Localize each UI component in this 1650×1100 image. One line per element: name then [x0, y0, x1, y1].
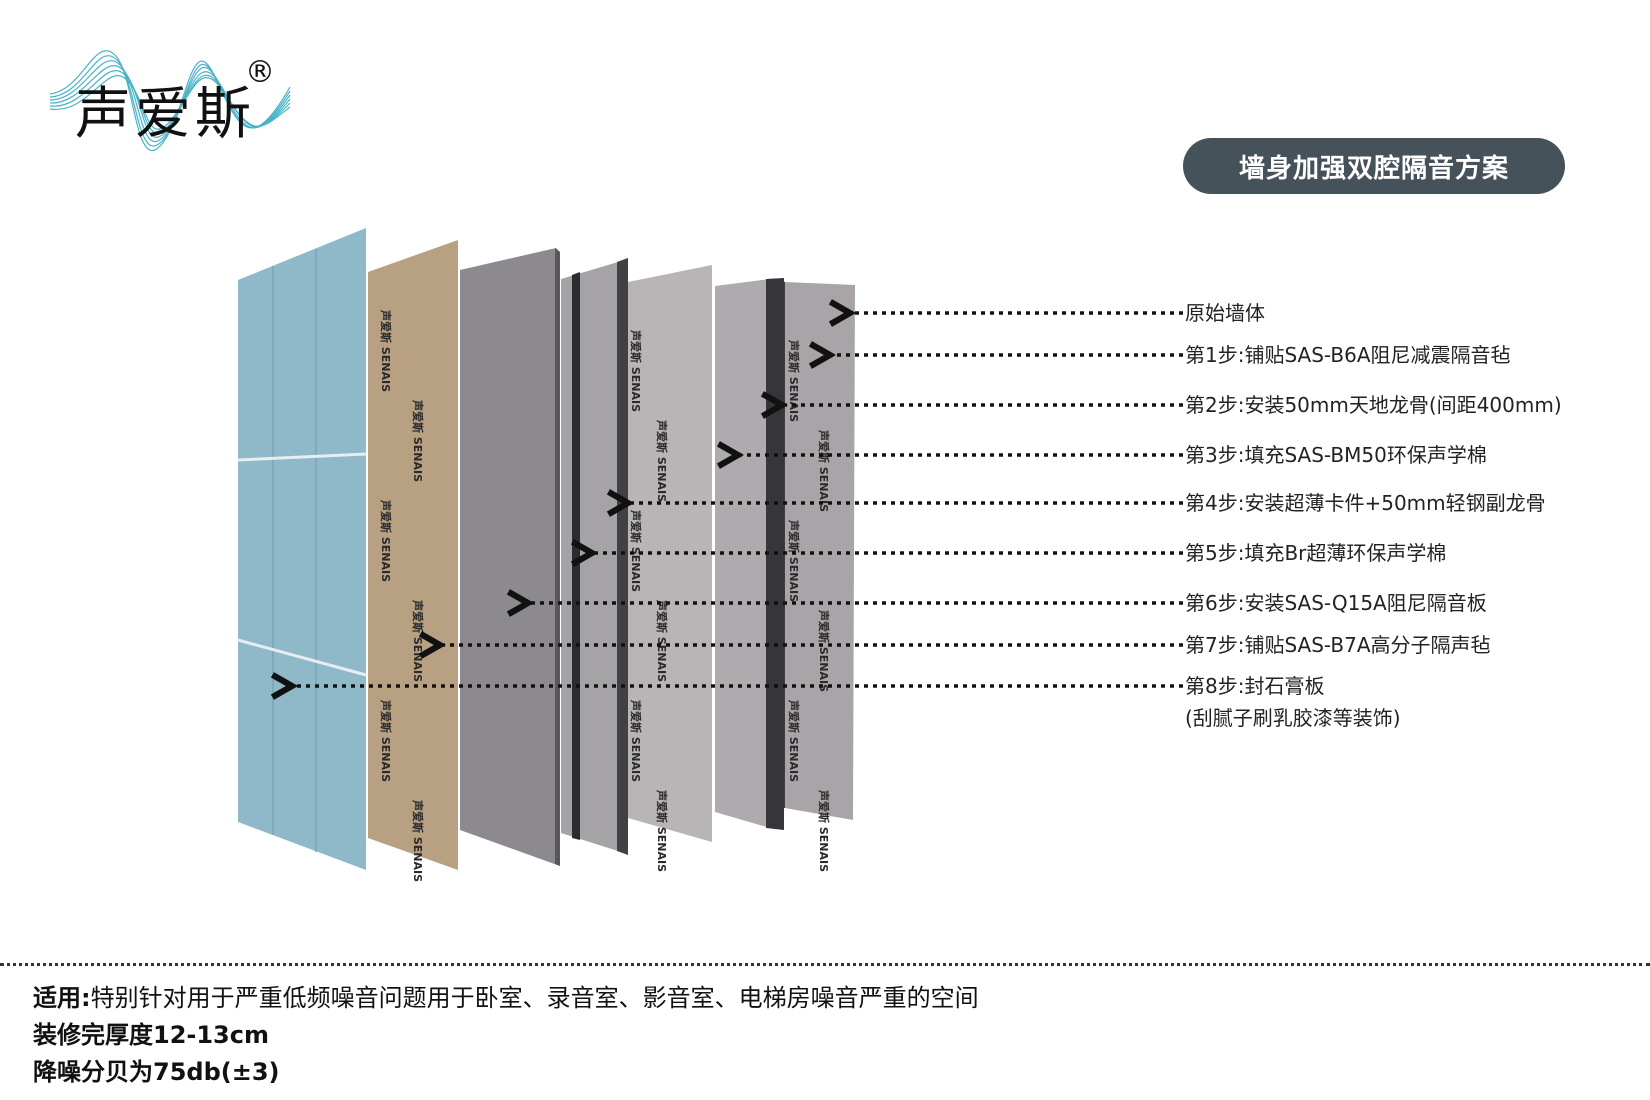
- registered-mark: ®: [245, 55, 275, 90]
- step-label: 第5步:填充Br超薄环保声学棉: [1185, 541, 1446, 565]
- step-label: 第8步:封石膏板 (刮腻子刷乳胶漆等装饰): [1185, 674, 1401, 730]
- step-label-text: 第1步:铺贴SAS-B6A阻尼减震隔音毡: [1185, 343, 1511, 367]
- usage-label: 适用:: [33, 984, 91, 1012]
- layer-gypsum: [237, 228, 367, 870]
- step-label-text: 第7步:铺贴SAS-B7A高分子隔声毡: [1185, 633, 1491, 657]
- brand-logo: 声爱斯 ®: [45, 25, 295, 175]
- step-label-text: 原始墙体: [1185, 301, 1265, 325]
- panel-print-group: 声爱斯 SENAIS 声爱斯 SENAIS 声爱斯 SENAIS 声爱斯 SENAIS…: [379, 309, 831, 882]
- sound-wave-icon: [49, 50, 291, 151]
- wall-layer-diagram: 声爱斯 SENAIS 声爱斯 SENAIS 声爱斯 SENAIS 声爱斯 SENAIS…: [237, 228, 1183, 882]
- panel-brand-print: 声爱斯 SENAIS: [817, 609, 831, 692]
- thickness-line: 装修完厚度12-13cm: [33, 1017, 979, 1054]
- step-label: 第7步:铺贴SAS-B7A高分子隔声毡: [1185, 633, 1491, 657]
- divider: [0, 963, 1650, 966]
- step-label: 第4步:安装超薄卡件+50mm轻钢副龙骨: [1185, 491, 1546, 515]
- panel-brand-print: 声爱斯 SENAIS: [411, 799, 425, 882]
- leader-lines: [292, 313, 1183, 686]
- panel-brand-print: 声爱斯 SENAIS: [629, 329, 643, 412]
- panel-brand-print: 声爱斯 SENAIS: [629, 509, 643, 592]
- step-label-text: 第5步:填充Br超薄环保声学棉: [1185, 541, 1447, 565]
- reduction-text: 降噪分贝为75db(±3): [33, 1058, 280, 1086]
- step-label: 原始墙体: [1185, 301, 1265, 325]
- reduction-line: 降噪分贝为75db(±3): [33, 1054, 979, 1091]
- panel-brand-print: 声爱斯 SENAIS: [655, 789, 669, 872]
- layer-stud-front: [561, 258, 628, 855]
- panel-brand-print: 声爱斯 SENAIS: [655, 419, 669, 502]
- step-label-subtext: (刮腻子刷乳胶漆等装饰): [1185, 706, 1401, 730]
- panel-brand-print: 声爱斯 SENAIS: [411, 599, 425, 682]
- usage-line: 适用:特别针对用于严重低频噪音问题用于卧室、录音室、影音室、电梯房噪音严重的空间: [33, 980, 979, 1017]
- solution-title: 墙身加强双腔隔音方案: [1183, 138, 1565, 194]
- usage-text: 特别针对用于严重低频噪音问题用于卧室、录音室、影音室、电梯房噪音严重的空间: [90, 984, 979, 1012]
- step-label: 第3步:填充SAS-BM50环保声学棉: [1185, 443, 1487, 467]
- step-label: 第1步:铺贴SAS-B6A阻尼减震隔音毡: [1185, 343, 1511, 367]
- panel-brand-print: 声爱斯 SENAIS: [787, 699, 801, 782]
- step-label: 第2步:安装50mm天地龙骨(间距400mm): [1185, 393, 1562, 417]
- layer-felt: [368, 240, 458, 870]
- step-label-text: 第4步:安装超薄卡件+50mm轻钢副龙骨: [1185, 491, 1546, 515]
- step-label-text: 第8步:封石膏板: [1185, 674, 1325, 698]
- panel-brand-print: 声爱斯 SENAIS: [379, 699, 393, 782]
- logo-text: 声爱斯: [75, 82, 255, 147]
- panel-brand-print: 声爱斯 SENAIS: [411, 399, 425, 482]
- step-label-text: 第3步:填充SAS-BM50环保声学棉: [1185, 443, 1487, 467]
- panel-brand-print: 声爱斯 SENAIS: [787, 519, 801, 602]
- thickness-text: 装修完厚度12-13cm: [33, 1021, 269, 1049]
- panel-brand-print: 声爱斯 SENAIS: [817, 429, 831, 512]
- layer-original-wall: [775, 280, 855, 820]
- layer-damping-board: [460, 248, 560, 866]
- step-label: 第6步:安装SAS-Q15A阻尼隔音板: [1185, 591, 1487, 615]
- panel-brand-print: 声爱斯 SENAIS: [655, 599, 669, 682]
- step-label-text: 第6步:安装SAS-Q15A阻尼隔音板: [1185, 591, 1487, 615]
- step-label-text: 第2步:安装50mm天地龙骨(间距400mm): [1185, 393, 1562, 417]
- panel-brand-print: 声爱斯 SENAIS: [817, 789, 831, 872]
- panel-brand-print: 声爱斯 SENAIS: [379, 499, 393, 582]
- panel-brand-print: 声爱斯 SENAIS: [787, 339, 801, 422]
- panel-brand-print: 声爱斯 SENAIS: [629, 699, 643, 782]
- footer: 适用:特别针对用于严重低频噪音问题用于卧室、录音室、影音室、电梯房噪音严重的空间…: [33, 980, 979, 1091]
- panel-brand-print: 声爱斯 SENAIS: [379, 309, 393, 392]
